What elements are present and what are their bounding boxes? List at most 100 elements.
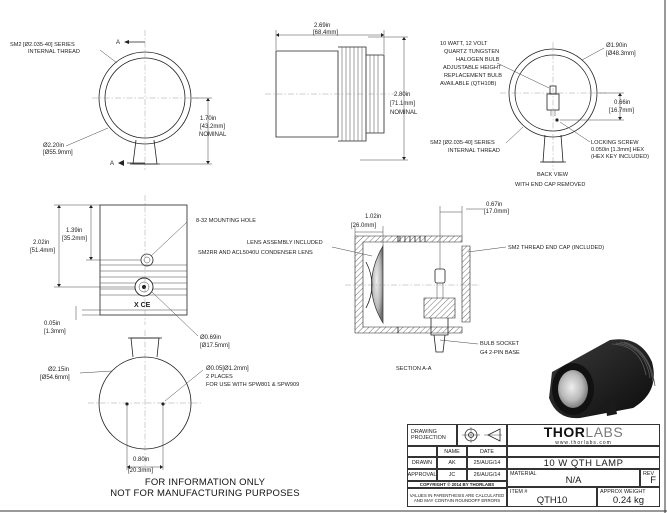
title-block: DRAWING PROJECTION THORLABS www.thorlabs…: [407, 424, 660, 507]
drawn-date: 25/AUG/14: [467, 457, 507, 469]
side-width-in: 2.69in: [314, 23, 330, 29]
side-height-in: 2.80in: [394, 92, 410, 98]
lamp-lens: [558, 370, 588, 408]
back-bulb-note-2: QUARTZ TUNGSTEN: [444, 49, 499, 55]
section-w2-in: 0.67in: [486, 202, 502, 208]
drawing-title: 10 W QTH LAMP: [507, 457, 660, 469]
thorlabs-logo: THORLABS: [543, 424, 624, 440]
approval-label: APPROVAL: [407, 469, 437, 481]
bottom-dia-mm: [Ø54.6mm]: [40, 375, 70, 381]
front-dia-mm: [Ø55.9mm]: [43, 150, 73, 156]
back-screw-note-3: (HEX KEY INCLUDED): [591, 154, 649, 160]
projection-label: DRAWING PROJECTION: [407, 424, 457, 446]
front-section-marker-top: A: [116, 40, 120, 46]
logo-light: LABS: [585, 424, 624, 440]
side-height-nominal: NOMINAL: [390, 110, 418, 116]
front-view: A A SM2 [Ø2.035-40] SERIES INTERNAL THRE…: [10, 30, 227, 170]
item-value: QTH10: [507, 495, 597, 507]
material-value: N/A: [507, 475, 640, 487]
lens-note-1: LENS ASSEMBLY INCLUDED: [247, 240, 323, 246]
front-section-marker-bottom: A: [110, 161, 114, 167]
socket-note-2: G4 2-PIN BASE: [480, 350, 520, 356]
front-dia-in: Ø2.20in: [43, 143, 64, 149]
back-height-mm: [16.7mm]: [609, 108, 634, 114]
back-bulb-note-1: 10 WATT, 12 VOLT: [440, 41, 488, 47]
drawn-label: DRAWN: [407, 457, 437, 469]
back-view: 10 WATT, 12 VOLT QUARTZ TUNGSTEN HALOGEN…: [430, 41, 649, 188]
header-date: DATE: [467, 446, 507, 457]
section-socket: [423, 297, 456, 319]
pin-note-1: Ø0.05[Ø1.2mm]: [206, 366, 249, 372]
disclaimer-line-1: FOR INFORMATION ONLY: [144, 477, 266, 488]
back-dia-in: Ø1.90in: [606, 43, 627, 49]
weight-value: 0.24 kg: [597, 495, 660, 507]
bottom-spacing-in: 0.80in: [133, 457, 149, 463]
lamp-post: [605, 398, 617, 416]
lower-h1-mm: [35.2mm]: [62, 236, 87, 242]
back-caption-2: WITH END CAP REMOVED: [515, 182, 585, 188]
section-view: 1.02in [26.0mm] 0.67in [17.0mm] LENS ASS…: [198, 202, 604, 372]
lower-h2-mm: [51.4mm]: [30, 248, 55, 254]
projection-symbol-icon: [462, 427, 502, 443]
lower-h2-in: 2.02in: [33, 240, 49, 246]
website: www.thorlabs.com: [555, 440, 612, 446]
condenser-lens: [371, 244, 384, 325]
section-bulb: [434, 268, 446, 284]
values-note: VALUES IN PARENTHESIS ARE CALCULATED AND…: [407, 488, 507, 507]
side-view: 2.69in [68.4mm] 2.80in [71.1mm] NOMINAL: [265, 23, 418, 161]
logo-bold: THOR: [543, 424, 586, 440]
lower-h1-in: 1.39in: [66, 228, 82, 234]
mount-hole-note: 8-32 MOUNTING HOLE: [196, 218, 256, 224]
back-height-in: 0.66in: [614, 100, 630, 106]
lower-bottom-mm: [1.3mm]: [44, 329, 66, 335]
blank-header: [407, 446, 437, 457]
projection-label-1: DRAWING: [411, 429, 437, 435]
back-bulb-note-4: ADJUSTABLE HEIGHT: [443, 65, 502, 71]
front-height-nominal: NOMINAL: [199, 132, 227, 138]
front-height-mm: [43.2mm]: [200, 124, 225, 130]
regulatory-marks: X CE: [134, 302, 151, 309]
side-body: [275, 50, 339, 138]
section-w1-in: 1.02in: [365, 214, 381, 220]
bottom-dia-in: Ø2.15in: [48, 367, 69, 373]
lens-note-2: SM2RR AND ACL5040U CONDENSER LENS: [198, 250, 313, 256]
header-name: NAME: [437, 446, 467, 457]
back-thread-note-2: INTERNAL THREAD: [448, 148, 500, 154]
rev-value: F: [640, 475, 660, 487]
lower-dia-mm: [Ø17.5mm]: [200, 343, 230, 349]
cap-note: SM2 THREAD END CAP (INCLUDED): [508, 245, 604, 251]
side-height-mm: [71.1mm]: [390, 101, 415, 107]
section-label: SECTION A-A: [396, 366, 432, 372]
bottom-view: Ø2.15in [Ø54.6mm] Ø0.05[Ø1.2mm] 2 PLACES…: [40, 330, 299, 474]
back-thread-note-1: SM2 [Ø2.035-40] SERIES: [430, 140, 495, 146]
back-dia-mm: [Ø48.3mm]: [606, 51, 636, 57]
back-bulb-note-6: AVAILABLE (QTH10B): [440, 81, 497, 87]
section-end-cap: [461, 245, 471, 323]
socket-note-1: BULB SOCKET: [480, 341, 520, 347]
section-w1-mm: [26.0mm]: [351, 223, 376, 229]
values-note-1: VALUES IN PARENTHESIS ARE CALCULATED: [409, 492, 505, 498]
drawn-name: AK: [437, 457, 467, 469]
back-bulb-note-3: HALOGEN BULB: [456, 57, 500, 63]
pin-note-2: 2 PLACES: [206, 374, 233, 380]
logo-cell: THORLABS www.thorlabs.com: [507, 424, 660, 446]
pin-note-3: FOR USE WITH SPW801 & SPW909: [206, 382, 299, 388]
lower-dia-in: Ø0.69in: [200, 335, 221, 341]
lower-bottom-in: 0.05in: [44, 321, 60, 327]
back-bulb-note-5: REPLACEMENT BULB: [444, 73, 502, 79]
pin-hole-right: [161, 402, 165, 406]
approval-name: JC: [437, 469, 467, 481]
front-outer-circle: [98, 51, 192, 145]
values-note-2: AND MAY CONTAIN ROUNDOFF ERRORS: [413, 497, 501, 503]
approval-date: 26/AUG/14: [467, 469, 507, 481]
disclaimer-line-2: NOT FOR MANUFACTURING PURPOSES: [110, 488, 300, 499]
blank-under-logo: [507, 446, 660, 457]
front-thread-note-line1: SM2 [Ø2.035-40] SERIES: [10, 42, 75, 48]
back-locking-screw: [555, 118, 559, 122]
front-thread-note-line2: INTERNAL THREAD: [28, 49, 80, 55]
back-screw-note-1: LOCKING SCREW: [591, 140, 639, 146]
section-w2-mm: [17.0mm]: [484, 209, 509, 215]
projection-symbol: [457, 424, 507, 446]
back-caption-1: BACK VIEW: [537, 172, 569, 178]
